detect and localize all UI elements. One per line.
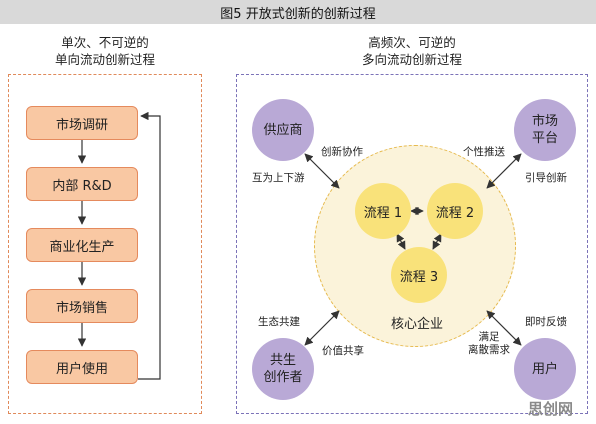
supplier-node: 供应商 [252,99,314,161]
linear-process-frame [8,74,202,414]
flow-2-node: 流程 2 [427,183,483,239]
label-instant-feedback: 即时反馈 [525,316,567,328]
arrow-supplier [304,153,340,189]
label-guided-innovation: 引导创新 [525,172,567,184]
cocreator-label-line1: 共生 [269,353,296,368]
left-heading: 单次、不可逆的 单向流动创新过程 [8,34,202,68]
label-meet-demand-line2: 离散需求 [468,344,510,356]
label-mutual-upstream: 互为上下游 [252,172,305,184]
platform-label-line1: 市场 [531,114,558,129]
left-heading-line1: 单次、不可逆的 [61,35,149,50]
arrow-user [486,310,522,346]
label-meet-demand-line1: 满足 [478,331,500,343]
platform-label-line2: 平台 [531,131,558,146]
arrow-flow-2-3 [432,233,442,250]
right-heading: 高频次、可逆的 多向流动创新过程 [236,34,588,68]
core-enterprise-circle [314,145,516,347]
label-innovation-collaboration: 创新协作 [321,146,363,158]
platform-node: 市场 平台 [514,99,576,161]
step-internal-rd: 内部 R&D [26,167,138,201]
arrow-flow-1-3 [396,233,406,250]
arrow-cocreator [304,310,340,346]
left-heading-line2: 单向流动创新过程 [54,52,155,67]
figure-title: 图5 开放式创新的创新过程 [0,0,596,24]
cocreator-label-line2: 创作者 [263,370,303,385]
right-heading-line2: 多向流动创新过程 [361,52,462,67]
label-ecosystem-building: 生态共建 [258,316,300,328]
step-user-use: 用户使用 [26,350,138,384]
watermark-logo: 思创网 [528,400,574,418]
step-market-sales: 市场销售 [26,289,138,323]
cocreator-node: 共生 创作者 [252,338,314,400]
network-process-frame [236,74,588,414]
arrow-platform [486,153,522,189]
flow-1-node: 流程 1 [355,183,411,239]
user-node: 用户 [514,338,576,400]
core-enterprise-label: 核心企业 [391,317,444,332]
right-heading-line1: 高频次、可逆的 [368,35,456,50]
label-meet-demand: 满足 离散需求 [465,331,513,357]
step-market-research: 市场调研 [26,106,138,140]
label-personalized-push: 个性推送 [463,146,505,158]
feedback-loop-arrow [138,111,161,380]
step-commercial-production: 商业化生产 [26,228,138,262]
flow-3-node: 流程 3 [391,247,447,303]
label-value-sharing: 价值共享 [322,345,364,357]
